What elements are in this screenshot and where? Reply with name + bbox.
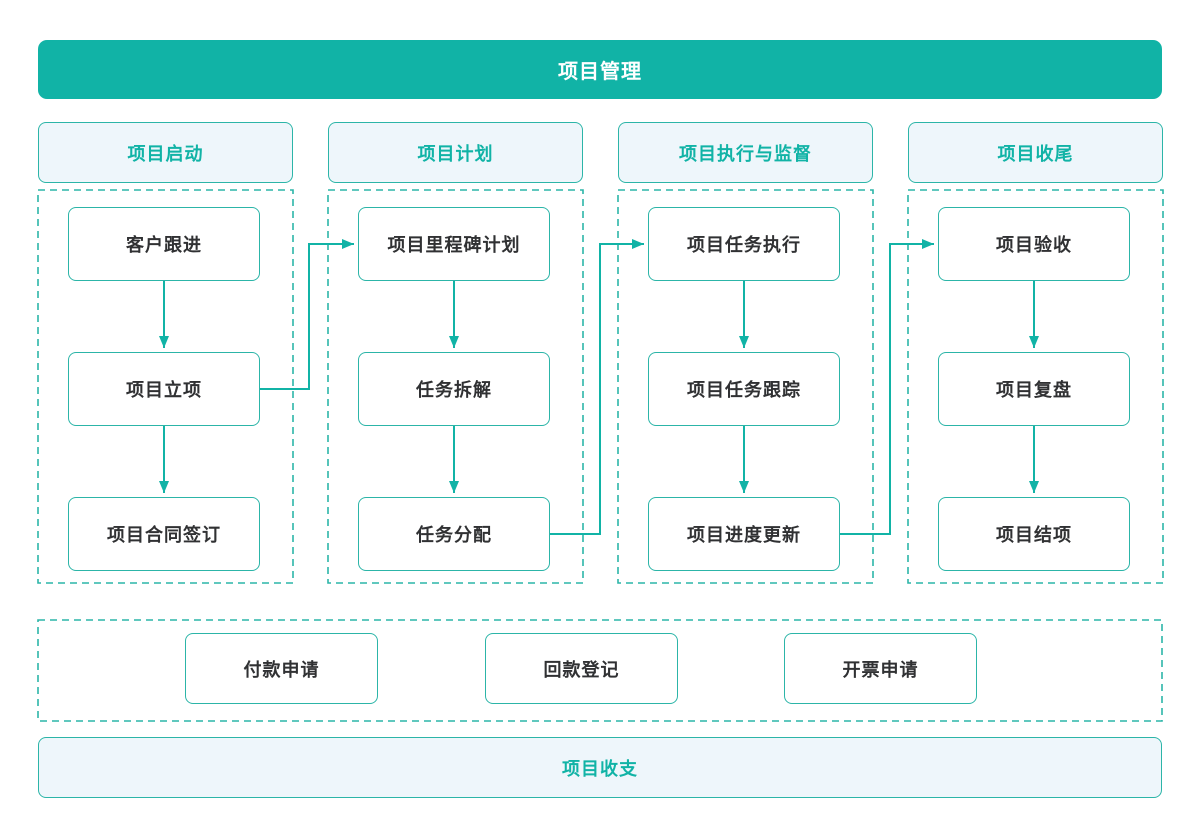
phase-header-initiation: 项目启动	[38, 122, 293, 183]
node-label: 项目任务跟踪	[687, 380, 801, 400]
node-task-assignment: 任务分配	[358, 497, 550, 571]
node-payment-collection: 回款登记	[485, 633, 678, 704]
page-title: 项目管理	[558, 61, 642, 83]
node-label: 项目里程碑计划	[387, 235, 521, 255]
node-project-review: 项目复盘	[938, 352, 1130, 426]
phase-header-label: 项目收尾	[997, 143, 1074, 164]
node-task-execution: 项目任务执行	[648, 207, 840, 281]
node-label: 项目进度更新	[687, 525, 801, 545]
node-label: 项目任务执行	[687, 235, 801, 255]
node-task-tracking: 项目任务跟踪	[648, 352, 840, 426]
arrow-progress-update-to-project-acceptance	[840, 239, 934, 535]
phase-header-closing: 项目收尾	[908, 122, 1163, 183]
title-banner: 项目管理	[38, 40, 1162, 99]
node-label: 项目结项	[996, 525, 1072, 545]
node-label: 开票申请	[842, 659, 919, 680]
phase-header-execution: 项目执行与监督	[618, 122, 873, 183]
node-label: 回款登记	[543, 659, 620, 680]
node-label: 任务分配	[416, 525, 492, 545]
node-label: 付款申请	[243, 659, 320, 680]
footer-title: 项目收支	[562, 758, 638, 779]
node-label: 任务拆解	[416, 380, 492, 400]
node-invoice-request: 开票申请	[784, 633, 977, 704]
node-contract-signing: 项目合同签订	[68, 497, 260, 571]
node-project-acceptance: 项目验收	[938, 207, 1130, 281]
arrow-task-assignment-to-task-execution	[550, 239, 644, 535]
phase-header-label: 项目计划	[417, 143, 494, 164]
node-label: 项目验收	[996, 235, 1072, 255]
arrow-project-approval-to-milestone-plan	[260, 239, 354, 390]
footer-banner: 项目收支	[38, 737, 1162, 798]
node-customer-follow-up: 客户跟进	[68, 207, 260, 281]
phase-header-label: 项目启动	[127, 143, 204, 164]
node-label: 项目复盘	[996, 380, 1072, 400]
node-progress-update: 项目进度更新	[648, 497, 840, 571]
node-milestone-plan: 项目里程碑计划	[358, 207, 550, 281]
node-label: 项目立项	[126, 380, 202, 400]
node-project-closure: 项目结项	[938, 497, 1130, 571]
node-task-breakdown: 任务拆解	[358, 352, 550, 426]
node-payment-request: 付款申请	[185, 633, 378, 704]
node-label: 项目合同签订	[107, 525, 221, 545]
phase-header-planning: 项目计划	[328, 122, 583, 183]
phase-header-label: 项目执行与监督	[679, 143, 812, 164]
node-label: 客户跟进	[126, 235, 202, 255]
node-project-approval: 项目立项	[68, 352, 260, 426]
